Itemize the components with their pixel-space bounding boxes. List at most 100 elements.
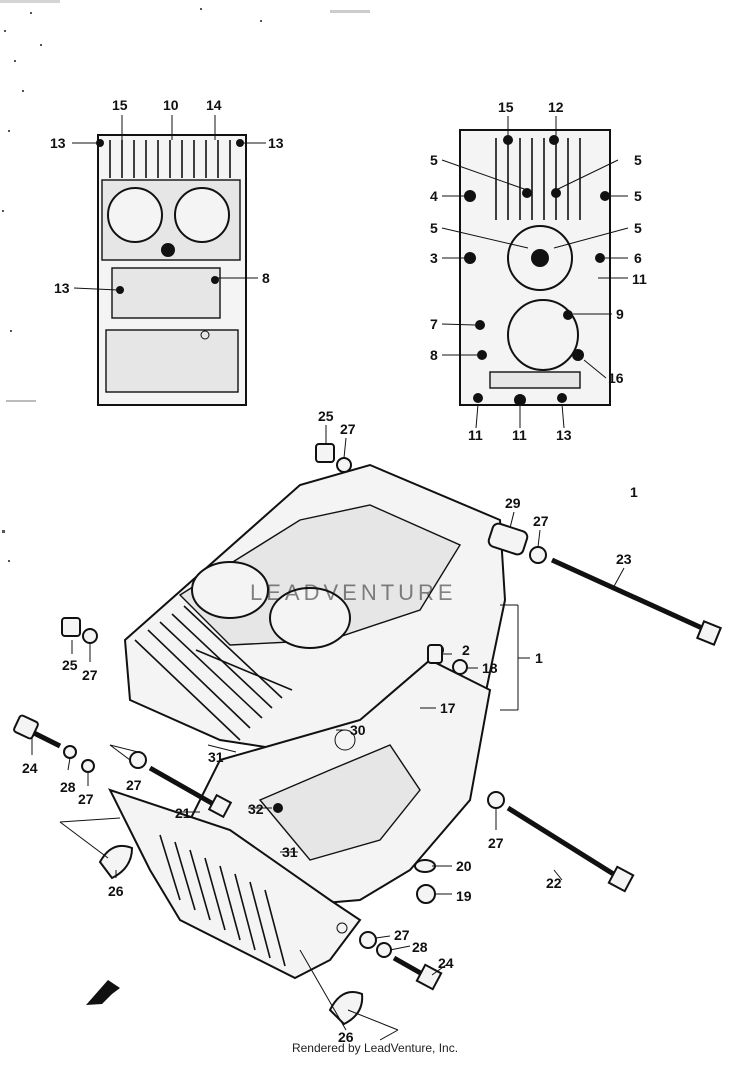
callout-15: 15 [498,99,514,115]
callout-23: 23 [616,551,632,567]
lower-case-fins [495,138,581,220]
callout-27: 27 [488,835,504,851]
callout-13: 13 [268,135,284,151]
callout-30: 30 [350,722,366,738]
callout-11: 11 [468,427,483,443]
callout-24: 24 [438,955,454,971]
callout-11: 11 [512,427,527,443]
callout-5: 5 [430,152,438,168]
footer-credit: Rendered by LeadVenture, Inc. [291,1041,459,1055]
callout-15: 15 [112,97,128,113]
callout-27: 27 [340,421,356,437]
callout-24: 24 [22,760,38,776]
callout-13: 13 [54,280,70,296]
callout-16: 16 [608,370,624,386]
callout-25: 25 [62,657,78,673]
washer-28-left [63,745,77,759]
callout-22: 22 [546,875,562,891]
callout-6: 6 [634,250,642,266]
lower-bore [507,299,579,371]
callout-3: 3 [430,250,438,266]
callout-28: 28 [412,939,428,955]
callout-7: 7 [430,316,438,332]
callout-19: 19 [456,888,472,904]
callout-18: 18 [482,660,498,676]
plate-26-left [98,844,134,880]
washer-27-right [529,546,547,564]
nut-25-left [61,617,81,637]
lower-crankcase-view [459,129,611,406]
washer-28-bottom [376,942,392,958]
callout-25: 25 [318,408,334,424]
callout-27: 27 [78,791,94,807]
bolt-24-bottom [392,955,426,978]
callout-31: 31 [208,749,224,765]
callout-5: 5 [634,152,642,168]
bore-right [174,187,230,243]
callout-14: 14 [206,97,222,113]
bore-left [107,187,163,243]
bolt-22 [506,805,617,878]
callout-9: 9 [616,306,624,322]
callout-13: 13 [50,135,66,151]
callout-4: 4 [430,188,438,204]
callout-26: 26 [108,883,124,899]
washer-27-left-low [81,759,95,773]
callout-27: 27 [82,667,98,683]
callout-13: 13 [556,427,572,443]
washer-27-lower-right [487,791,505,809]
plug-19 [416,884,436,904]
washer-27-center [129,751,147,769]
nut-25-top [315,443,335,463]
callout-5: 5 [634,220,642,236]
callout-1: 1 [630,484,638,500]
callout-11: 11 [632,271,647,287]
callout-28: 28 [60,779,76,795]
callout-31: 31 [282,844,298,860]
washer-27-top [336,457,352,473]
part-32-marker [273,803,283,813]
callout-32: 32 [248,801,264,817]
bolt-21 [148,765,217,808]
callout-5: 5 [634,188,642,204]
crank-cavity [111,267,221,319]
stud-hole [161,243,175,257]
bolt-23 [550,557,704,631]
callout-1: 1 [535,650,543,666]
sleeve-29 [487,522,529,556]
callout-8: 8 [262,270,270,286]
callout-12: 12 [548,99,564,115]
oil-pan-fins [159,834,286,967]
callout-27: 27 [126,777,142,793]
cooling-fins [109,140,231,178]
leaders-lower-case [441,116,629,429]
callout-27: 27 [394,927,410,943]
callout-20: 20 [456,858,472,874]
upper-crankcase-view [96,134,247,406]
lower-web [105,329,239,393]
callout-17: 17 [440,700,456,716]
watermark-text: LEADVENTURE [250,580,457,605]
nut-18 [452,659,468,675]
front-arrow-icon [86,980,120,1005]
washer-27-bottom [359,931,377,949]
callout-27: 27 [533,513,549,529]
callout-5: 5 [430,220,438,236]
callout-2: 2 [462,642,470,658]
callout-8: 8 [430,347,438,363]
callout-26: 26 [338,1029,354,1045]
bore-right-main [269,587,351,649]
callout-10: 10 [163,97,179,113]
callout-29: 29 [505,495,521,511]
front-fins [134,605,293,741]
leaders-upper-case [72,115,266,291]
oil-pan [108,788,362,980]
callout-21: 21 [175,805,191,821]
crankcase-assembly [108,463,507,980]
bolt-heads-lower [464,135,610,406]
leaders-main [31,425,625,1041]
bore-left-main [191,561,269,619]
scan-noise [0,0,370,562]
dowel-2 [427,644,443,664]
